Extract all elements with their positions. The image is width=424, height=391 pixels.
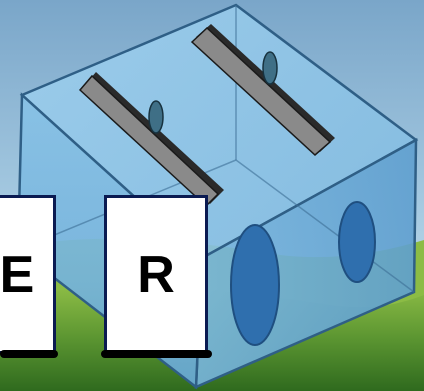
- oval-hole-icon: [339, 202, 375, 282]
- key-underline-e: [0, 350, 58, 358]
- key-underline-r: [101, 350, 212, 358]
- key-card-r: R: [104, 195, 208, 354]
- key-label-e: E: [0, 249, 34, 301]
- key-label-r: R: [137, 249, 175, 301]
- key-card-e: E: [0, 195, 56, 354]
- oval-hole-icon: [231, 225, 279, 345]
